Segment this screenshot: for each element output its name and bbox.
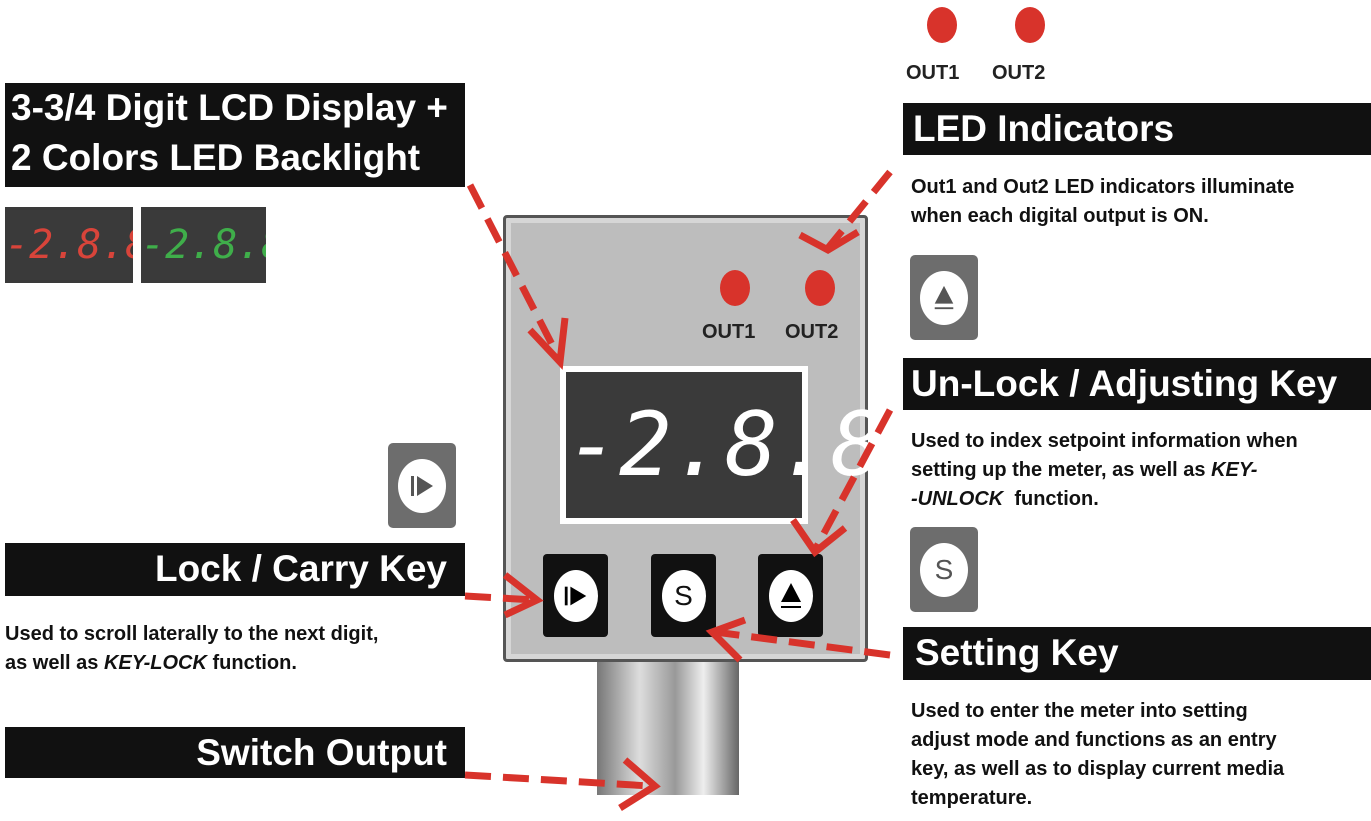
setting-key-button[interactable]: S [651, 554, 716, 637]
desc-line: Used to scroll laterally to the next dig… [5, 623, 379, 645]
label-out1: OUT1 [906, 62, 960, 84]
setting-key-icon: S [910, 527, 978, 612]
arrowhead-switch [618, 757, 661, 811]
desc-line: setting up the meter, as well as KEY- [911, 456, 1298, 485]
switch-output-title: Switch Output [5, 727, 465, 778]
adjust-key-button[interactable] [758, 554, 823, 637]
setting-key-title: Setting Key [903, 627, 1371, 680]
device-led-out1 [720, 270, 750, 306]
s-label: S [661, 569, 706, 622]
desc-text: function. [206, 652, 297, 674]
title-line: 2 Colors LED Backlight [11, 137, 421, 178]
arrowhead-lcd [527, 317, 569, 370]
device-label-out2: OUT2 [785, 321, 839, 343]
carry-key-button[interactable] [543, 554, 608, 637]
label-out2: OUT2 [992, 62, 1046, 84]
desc-line: adjust mode and functions as an entry [911, 729, 1277, 751]
setting-description: Used to enter the meter into setting adj… [911, 697, 1284, 813]
arrow-carry [464, 592, 536, 604]
desc-line: temperature. [911, 787, 1033, 809]
led-out2 [1015, 7, 1045, 43]
arrow-lcd [466, 183, 564, 362]
desc-line: as well as KEY-LOCK function. [5, 649, 378, 678]
lock-carry-description: Used to scroll laterally to the next dig… [5, 620, 378, 678]
arrow-led [825, 169, 893, 251]
desc-emphasis: -UNLOCK [911, 488, 1004, 510]
led-indicators-title: LED Indicators [903, 103, 1371, 155]
lock-carry-key-title: Lock / Carry Key [5, 543, 465, 596]
desc-line: Used to index setpoint information when [911, 430, 1298, 452]
lcd-sample-red: -2.8.8.8 [5, 207, 133, 283]
lcd-sample-green: -2.8.8.8 [141, 207, 266, 283]
arrowhead-carry [502, 572, 544, 619]
adjust-key-icon [910, 255, 978, 340]
device-label-out1: OUT1 [702, 321, 756, 343]
desc-emphasis: KEY-LOCK [103, 652, 207, 674]
desc-line: Used to enter the meter into setting [911, 700, 1248, 722]
unlock-adjusting-key-title: Un-Lock / Adjusting Key [903, 358, 1371, 410]
s-label: S [920, 542, 968, 597]
arrowhead-adjust [790, 518, 848, 558]
arrow-adjust [811, 408, 894, 552]
arrow-switch [464, 771, 651, 790]
arrowhead-led [798, 228, 860, 255]
device-stem [597, 655, 739, 795]
desc-line: Out1 and Out2 LED indicators illuminate [911, 176, 1295, 198]
desc-line: key, as well as to display current media [911, 758, 1285, 780]
desc-text: setting up the meter, as well as [911, 459, 1212, 481]
unlock-description: Used to index setpoint information when … [911, 427, 1298, 514]
title-line: 3-3/4 Digit LCD Display + [11, 87, 448, 128]
led-out1 [927, 7, 957, 43]
desc-text: as well as [5, 652, 104, 674]
desc-text: function. [1003, 488, 1099, 510]
device-led-out2 [805, 270, 835, 306]
desc-line: -UNLOCK function. [911, 485, 1298, 514]
desc-line: when each digital output is ON. [911, 205, 1209, 227]
arrowhead-setting [705, 616, 747, 663]
led-description: Out1 and Out2 LED indicators illuminate … [911, 173, 1294, 231]
carry-key-icon [388, 443, 456, 528]
lcd-display-title: 3-3/4 Digit LCD Display + 2 Colors LED B… [5, 83, 465, 187]
arrow-setting [714, 628, 891, 659]
desc-emphasis: KEY- [1211, 459, 1258, 481]
